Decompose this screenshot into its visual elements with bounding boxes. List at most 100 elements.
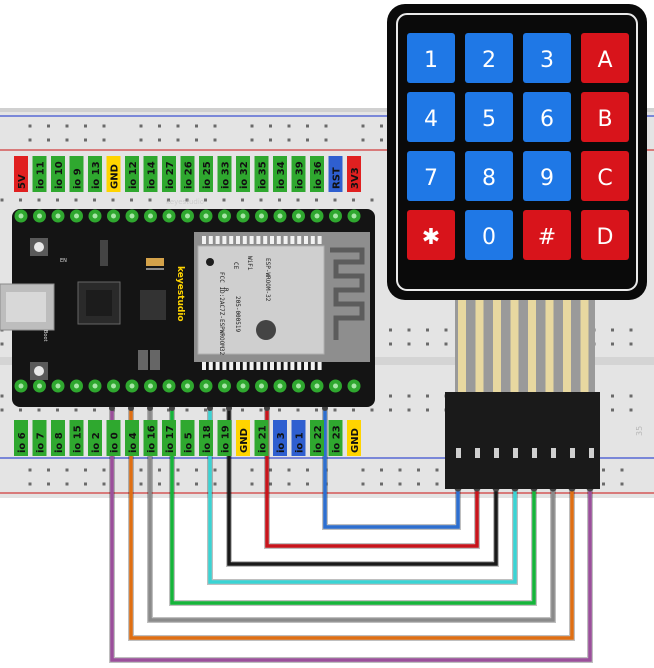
pin-label: io 25 (202, 161, 213, 189)
keypad-key[interactable] (581, 92, 629, 142)
header-pin-hole (185, 213, 190, 219)
breadboard-hole (47, 124, 50, 128)
header-pin-hole (185, 383, 190, 389)
breadboard-hole (195, 468, 198, 472)
wire-blue (323, 408, 460, 529)
breadboard-hole (380, 482, 383, 486)
connector-pin (532, 448, 537, 458)
keypad-key[interactable] (465, 33, 513, 83)
boot-button-cap[interactable] (34, 366, 44, 376)
pin-label-bg (328, 420, 343, 456)
breadboard-hole (611, 328, 614, 332)
breadboard-hole (37, 408, 41, 412)
module-pin (242, 236, 247, 244)
keypad-key-label: 6 (540, 107, 554, 132)
pin-label: GND (350, 428, 361, 453)
keypad-key[interactable] (581, 151, 629, 201)
breadboard-hole (93, 198, 96, 202)
keypad-key[interactable] (465, 210, 513, 260)
module-pin (276, 236, 281, 244)
smd-array (138, 350, 148, 370)
pin-label: io 22 (313, 425, 324, 453)
breadboard-hole (93, 408, 96, 412)
breadboard-hole (315, 408, 318, 412)
keypad-key-label: 5 (482, 107, 496, 132)
header-pin-hole (314, 213, 320, 219)
header-pin-hole (222, 213, 227, 219)
watermark: keyestudio (166, 198, 204, 206)
module-pin (236, 362, 240, 370)
pin-label: io 7 (36, 432, 47, 453)
keypad-key[interactable] (523, 210, 571, 260)
pin-label: io 39 (295, 161, 306, 189)
keypad-key[interactable] (407, 151, 455, 201)
module-code: 205-000519 (234, 296, 241, 333)
pin-label-bg (273, 420, 287, 456)
breadboard-hole (102, 124, 106, 128)
wire-orange (129, 408, 574, 640)
module-dot (206, 258, 214, 266)
breadboard-hole (250, 138, 254, 142)
module-pin (249, 236, 254, 244)
keypad-key[interactable] (407, 33, 455, 83)
wire-black (227, 408, 498, 566)
wire-purple (110, 408, 592, 662)
pin-label-bg (143, 420, 158, 456)
breadboard-hole (361, 482, 365, 486)
keypad-key-label: A (597, 48, 612, 73)
keypad-key[interactable] (465, 151, 513, 201)
breadboard-hole (19, 408, 22, 412)
breadboard-hole (213, 124, 217, 128)
module-pin (215, 362, 220, 370)
header-pin-hole (37, 383, 42, 389)
breadboard-hole (370, 198, 374, 202)
breadboard-hole (380, 124, 383, 128)
breadboard-hole (306, 124, 309, 128)
breadboard-hole (620, 482, 624, 486)
module-name: ESP-WROOM-32 (264, 258, 271, 302)
keypad-key[interactable] (523, 92, 571, 142)
header-pin-hole (296, 383, 301, 389)
breadboard-hole (398, 482, 402, 486)
breadboard-hole (296, 198, 300, 202)
module-pin (283, 362, 288, 370)
keypad-key[interactable] (581, 33, 629, 83)
header-pin-hole (18, 383, 24, 389)
breadboard-hole (296, 408, 300, 412)
breadboard-hole (398, 468, 402, 472)
breadboard-hole (407, 328, 411, 332)
keypad-key-label: D (597, 225, 614, 250)
breadboard-hole (102, 138, 106, 142)
en-button-cap[interactable] (34, 242, 44, 252)
breadboard-hole (407, 408, 411, 412)
keypad-key[interactable] (407, 92, 455, 142)
pin-label-bg (291, 420, 306, 456)
module-pin (283, 236, 288, 244)
led-lead (146, 268, 164, 270)
header-pin-hole (203, 383, 209, 389)
breadboard-hole (361, 468, 365, 472)
keypad-key[interactable] (581, 210, 629, 260)
keypad-header-connector (445, 392, 600, 489)
ribbon-conductor (493, 298, 501, 394)
breadboard-hole (435, 468, 439, 472)
keypad-key[interactable] (407, 210, 455, 260)
brand-label: keyestudio (175, 266, 185, 322)
pin-label: RST (332, 167, 343, 189)
module-pin (290, 362, 295, 370)
module-pin (215, 236, 220, 244)
module-pin (229, 362, 234, 370)
ribbon-conductor (510, 298, 519, 394)
keypad-key[interactable] (465, 92, 513, 142)
boot-label: Boot (42, 330, 48, 342)
breadboard-hole (389, 408, 392, 412)
wire-cyan (208, 408, 517, 584)
wire-green (170, 408, 536, 605)
keypad-key[interactable] (523, 151, 571, 201)
keypad-key[interactable] (523, 33, 571, 83)
header-pin-hole (55, 383, 61, 389)
keypad-key-label: B (597, 107, 612, 132)
module-pin (222, 362, 227, 370)
header-pin-hole (277, 383, 283, 389)
